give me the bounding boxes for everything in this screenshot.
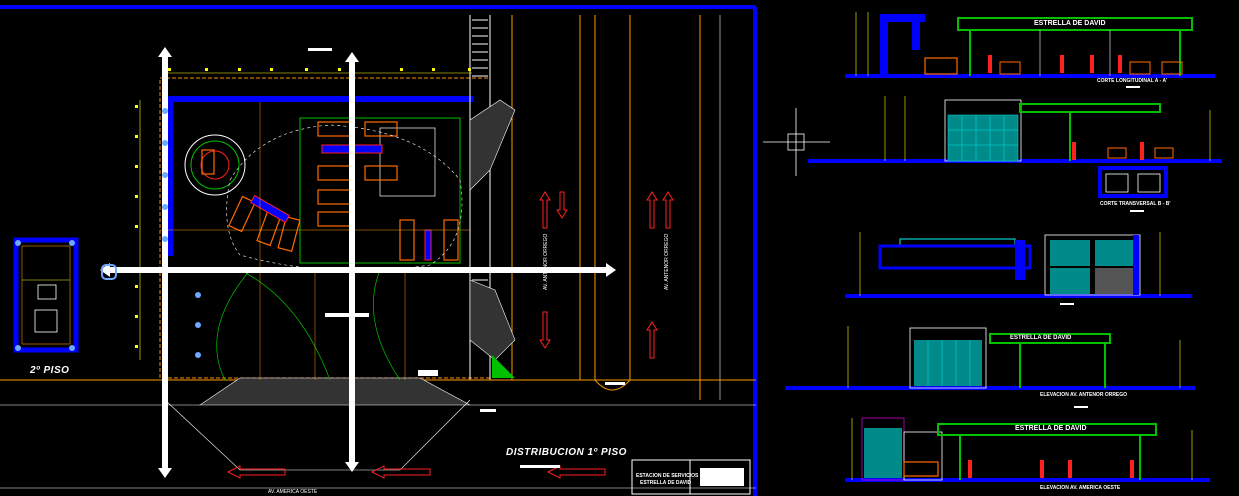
first-floor-title-underline xyxy=(520,465,560,467)
title-block xyxy=(631,459,751,495)
section-bb xyxy=(808,96,1222,212)
elevation-america-sign: ESTRELLA DE DAVID xyxy=(1015,425,1087,432)
section-aa-sign: ESTRELLA DE DAVID xyxy=(1034,20,1106,27)
floor-plan xyxy=(0,5,757,496)
street-label-bottom: AV. AMERICA OESTE xyxy=(268,489,318,495)
ucs-crosshair xyxy=(763,108,830,176)
elevation-america-label: ELEVACION AV. AMERICA OESTE xyxy=(1040,485,1121,491)
first-floor-title: DISTRIBUCION 1º PISO xyxy=(506,447,627,458)
elevation-antenor-sign: ESTRELLA DE DAVID xyxy=(1010,335,1072,341)
section-aa xyxy=(845,12,1215,88)
section-bb-label: CORTE TRANSVERSAL B - B' xyxy=(1100,201,1171,207)
second-floor-title: 2º PISO xyxy=(30,365,70,376)
title-block-line1: ESTACION DE SERVICIOS xyxy=(636,473,699,479)
street-label-vertical-left: AV. ANTENOR ORREGO xyxy=(543,233,549,290)
section-aa-label: CORTE LONGITUDINAL A - A' xyxy=(1097,78,1168,84)
title-block-line2: ESTRELLA DE DAVID xyxy=(640,480,692,486)
elevation-america xyxy=(845,417,1210,482)
elevation-antenor xyxy=(785,326,1195,408)
street-label-vertical-right: AV. ANTENOR ORREGO xyxy=(664,233,670,290)
section-cc xyxy=(845,232,1192,305)
second-floor-plan xyxy=(13,237,117,353)
elevation-antenor-label: ELEVACION AV. ANTENOR ORREGO xyxy=(1040,392,1128,398)
